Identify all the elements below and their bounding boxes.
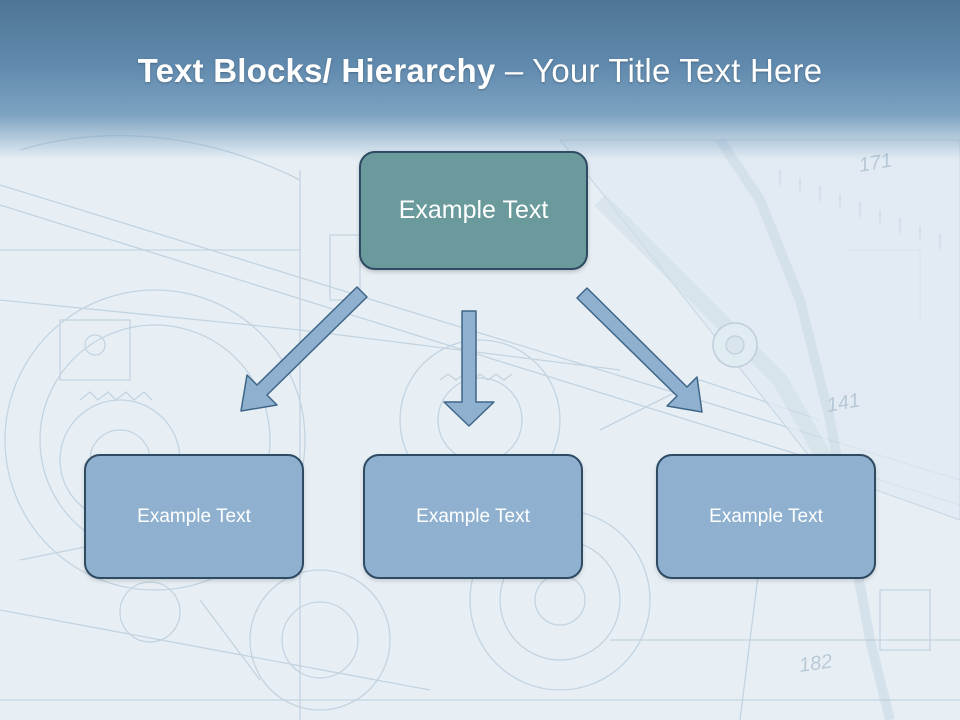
- child-node-label: Example Text: [416, 505, 530, 527]
- child-node-label: Example Text: [137, 505, 251, 527]
- header-band: [0, 0, 960, 160]
- top-node-label: Example Text: [398, 196, 549, 224]
- top-node-box[interactable]: Example Text: [359, 151, 588, 270]
- child-node-right[interactable]: Example Text: [656, 454, 876, 579]
- arrow-down-icon: [443, 310, 495, 427]
- child-node-left[interactable]: Example Text: [84, 454, 304, 579]
- title-bold-part: Text Blocks/ Hierarchy: [137, 52, 496, 89]
- bg-number-182: 182: [798, 651, 834, 677]
- slide-title: Text Blocks/ Hierarchy – Your Title Text…: [0, 52, 960, 90]
- child-node-center[interactable]: Example Text: [363, 454, 583, 579]
- arrow-right-icon: [576, 287, 703, 413]
- child-node-label: Example Text: [709, 505, 823, 527]
- title-regular-part: – Your Title Text Here: [495, 52, 823, 89]
- arrow-left-icon: [240, 286, 368, 412]
